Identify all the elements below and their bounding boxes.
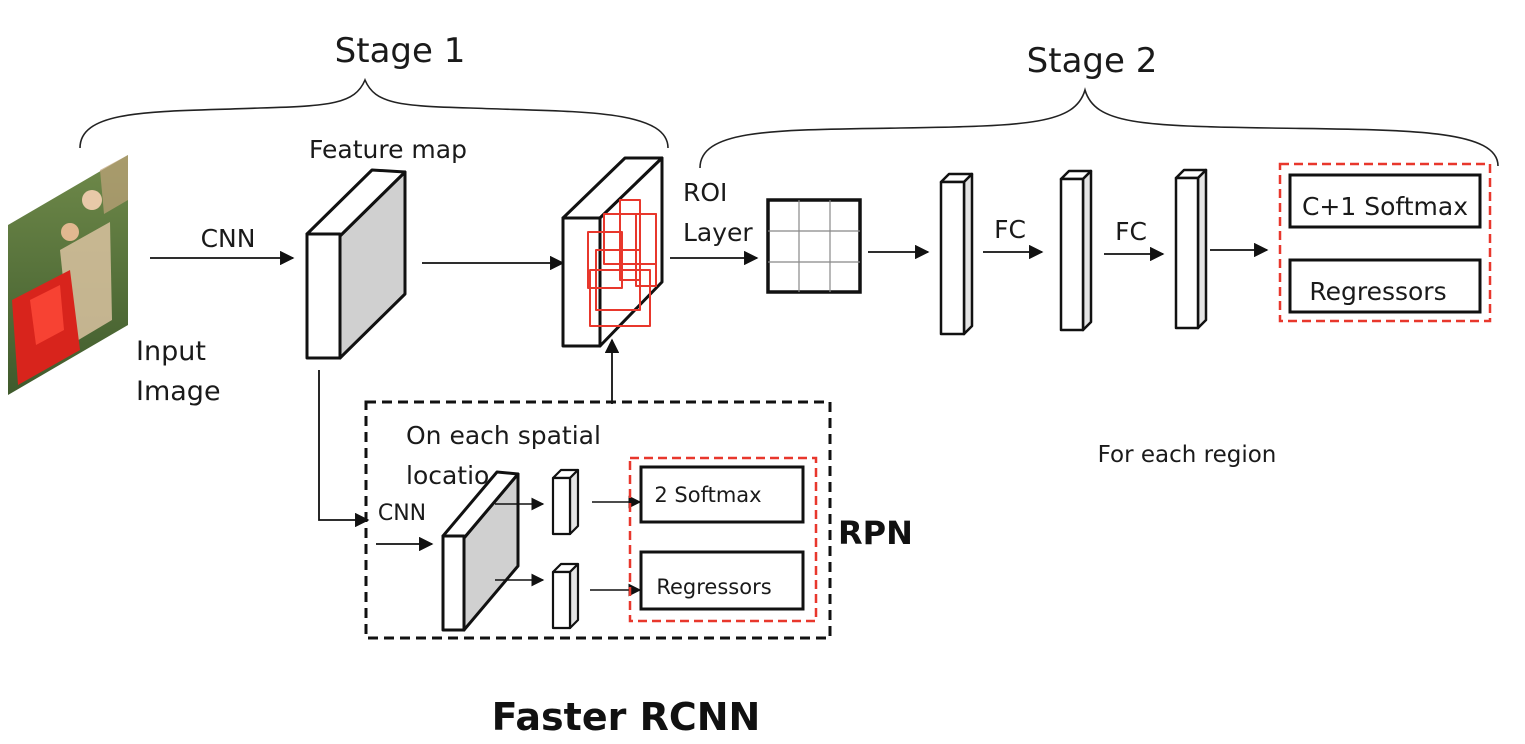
- feature-map-block: [305, 168, 407, 360]
- input-image: [8, 155, 128, 395]
- region-proposal-boxes: [587, 199, 657, 327]
- cnn-label: CNN: [201, 224, 256, 253]
- rpn-feature-block: [441, 470, 520, 632]
- input-image-label-line1: Input: [136, 336, 206, 367]
- rpn-softmax-box: [639, 465, 805, 524]
- stage2-softmax-box: [1288, 173, 1482, 229]
- roi-label-line1: ROI: [683, 178, 727, 207]
- stage2-softmax-label: C+1 Softmax: [1302, 192, 1468, 221]
- rpn-heads-group: [628, 456, 818, 623]
- rpn-cnn-label: CNN: [378, 501, 426, 526]
- fc-layer-2: [1059, 169, 1093, 332]
- rpn-cls-layer: [551, 468, 580, 536]
- for-each-region-label: For each region: [1098, 442, 1277, 468]
- fc-layer-1: [939, 172, 974, 336]
- input-image-label-line2: Image: [136, 376, 221, 407]
- diagram-title: Faster RCNN: [492, 695, 761, 739]
- rpn-box: [364, 400, 832, 640]
- rpn-spatial-label-line2: locatio: [406, 461, 489, 490]
- stage2-brace: [699, 87, 1499, 169]
- feature-map-label: Feature map: [309, 135, 467, 164]
- roi-label-line2: Layer: [683, 218, 753, 247]
- proposal-feature-map: [561, 156, 664, 348]
- roi-pooled-grid: [766, 198, 862, 294]
- rpn-regressors-box: [639, 550, 805, 611]
- rpn-label: RPN: [838, 514, 913, 552]
- stage2-label: Stage 2: [1027, 41, 1158, 81]
- stage2-regressors-box: [1288, 258, 1482, 314]
- stage1-label: Stage 1: [335, 31, 466, 71]
- fc-label-2: FC: [1115, 217, 1147, 246]
- stage2-regressors-label: Regressors: [1309, 277, 1446, 306]
- feature-to-rpn-connector: [318, 370, 370, 528]
- stage1-brace: [79, 77, 669, 149]
- rpn-softmax-label: 2 Softmax: [654, 483, 761, 507]
- rpn-regressors-label: Regressors: [656, 575, 771, 599]
- rpn-reg-layer: [551, 562, 580, 630]
- rpn-spatial-label-line1: On each spatial: [406, 421, 601, 450]
- fc-label-1: FC: [994, 215, 1026, 244]
- fc-layer-3: [1174, 168, 1208, 330]
- stage2-heads-group: [1278, 162, 1492, 323]
